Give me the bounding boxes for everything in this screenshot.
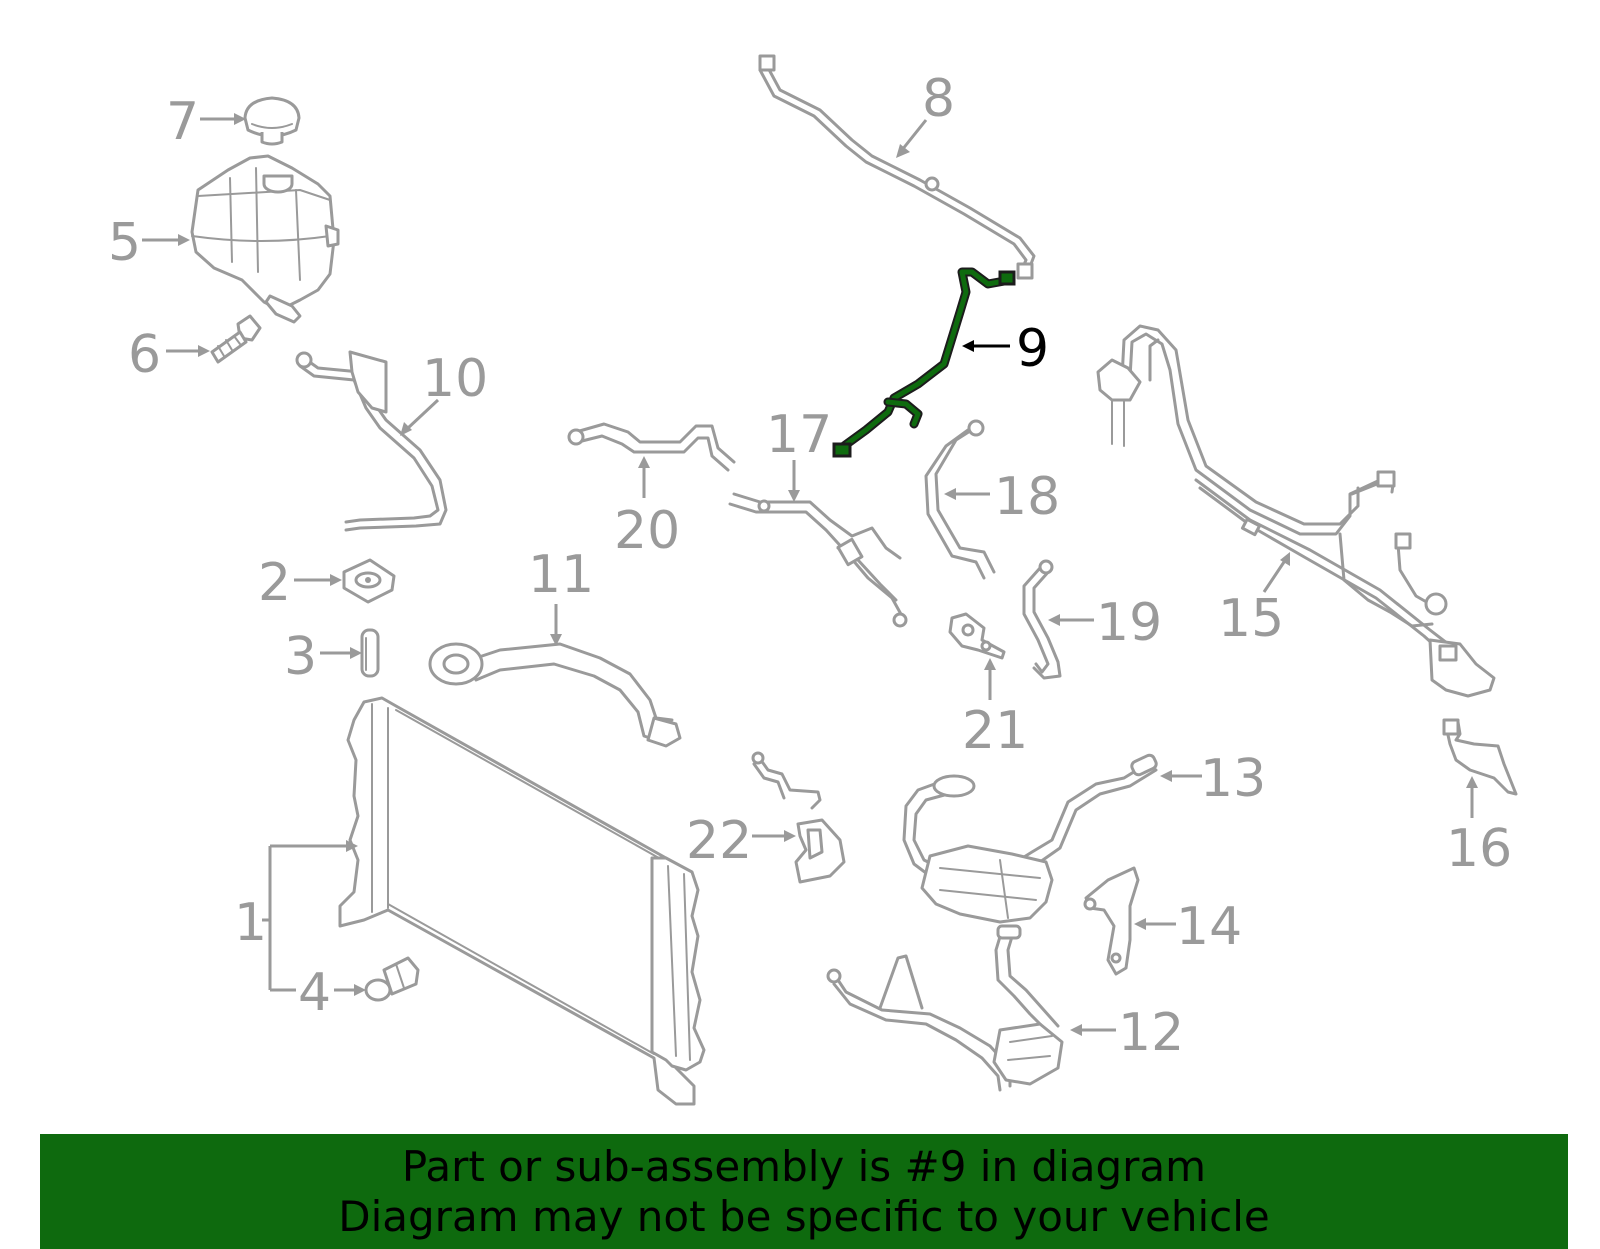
part-9-hose-highlighted[interactable] <box>832 267 1016 458</box>
callout-5-label: 5 <box>108 213 141 273</box>
part-21-bracket[interactable] <box>948 612 1006 660</box>
part-19-hose[interactable] <box>1022 559 1062 680</box>
callout-12: 12 <box>1070 1003 1184 1063</box>
part-20-hose[interactable] <box>567 422 736 472</box>
callout-4: 4 <box>298 963 366 1023</box>
callout-15-label: 15 <box>1218 589 1284 649</box>
callout-13-label: 13 <box>1200 749 1266 809</box>
callout-1: 1 <box>234 840 358 992</box>
part-3-pin[interactable] <box>360 628 380 678</box>
part-10-hose[interactable] <box>295 350 448 532</box>
part-22-housing[interactable] <box>751 751 846 884</box>
callout-18-label: 18 <box>994 467 1060 527</box>
part-14-bracket[interactable] <box>1083 866 1140 976</box>
callout-7: 7 <box>166 92 246 152</box>
callout-6: 6 <box>128 325 210 385</box>
callout-20-label: 20 <box>614 501 680 561</box>
part-8-tube[interactable] <box>758 54 1036 280</box>
part-5-reservoir[interactable] <box>190 154 340 324</box>
callout-22-label: 22 <box>686 811 752 871</box>
callout-21-label: 21 <box>962 701 1028 761</box>
part-13-hose[interactable] <box>902 753 1158 924</box>
callout-11-label: 11 <box>528 545 594 605</box>
part-16-bracket[interactable] <box>1442 718 1518 796</box>
part-2-mount-pad[interactable] <box>342 558 396 604</box>
banner-line-2: Diagram may not be specific to your vehi… <box>338 1191 1270 1241</box>
banner-line-1: Part or sub-assembly is #9 in diagram <box>401 1141 1207 1191</box>
part-4-drain-plug[interactable] <box>364 956 420 1002</box>
part-17-hose[interactable] <box>728 492 908 628</box>
callout-9-label: 9 <box>1016 319 1049 379</box>
part-1-radiator[interactable] <box>338 696 706 1106</box>
callout-13: 13 <box>1160 749 1266 809</box>
callout-1-label: 1 <box>234 893 267 953</box>
callout-7-label: 7 <box>166 92 199 152</box>
callout-22: 22 <box>686 811 796 871</box>
callout-21: 21 <box>962 658 1028 761</box>
callout-16-label: 16 <box>1446 819 1512 879</box>
callout-17-label: 17 <box>766 405 832 465</box>
callout-17: 17 <box>766 405 832 502</box>
callout-18: 18 <box>944 467 1060 527</box>
part-11-upper-hose[interactable] <box>428 642 682 748</box>
part-7-cap[interactable] <box>243 96 301 146</box>
callout-16: 16 <box>1446 776 1512 879</box>
callout-3: 3 <box>284 627 362 687</box>
callout-14: 14 <box>1134 897 1242 957</box>
callout-19-label: 19 <box>1096 593 1162 653</box>
info-banner: Part or sub-assembly is #9 in diagram Di… <box>40 1134 1568 1249</box>
callout-10-label: 10 <box>422 349 488 409</box>
callout-12-label: 12 <box>1118 1003 1184 1063</box>
callout-11: 11 <box>528 545 594 646</box>
callout-19: 19 <box>1048 593 1162 653</box>
callout-5: 5 <box>108 213 190 273</box>
callout-8-label: 8 <box>922 69 955 129</box>
callout-20: 20 <box>614 456 680 561</box>
part-18-hose[interactable] <box>924 419 996 580</box>
callout-8: 8 <box>896 69 955 158</box>
callout-9: 9 <box>962 319 1049 379</box>
part-6-bolt[interactable] <box>210 314 262 364</box>
callout-4-label: 4 <box>298 963 331 1023</box>
callout-6-label: 6 <box>128 325 161 385</box>
callout-15: 15 <box>1218 552 1290 649</box>
callout-2-label: 2 <box>258 553 291 613</box>
part-12-lower-hose[interactable] <box>826 924 1064 1092</box>
callout-3-label: 3 <box>284 627 317 687</box>
part-15-hose-assembly[interactable] <box>1096 324 1496 698</box>
callout-10: 10 <box>400 349 488 436</box>
callout-2: 2 <box>258 553 342 613</box>
callout-14-label: 14 <box>1176 897 1242 957</box>
